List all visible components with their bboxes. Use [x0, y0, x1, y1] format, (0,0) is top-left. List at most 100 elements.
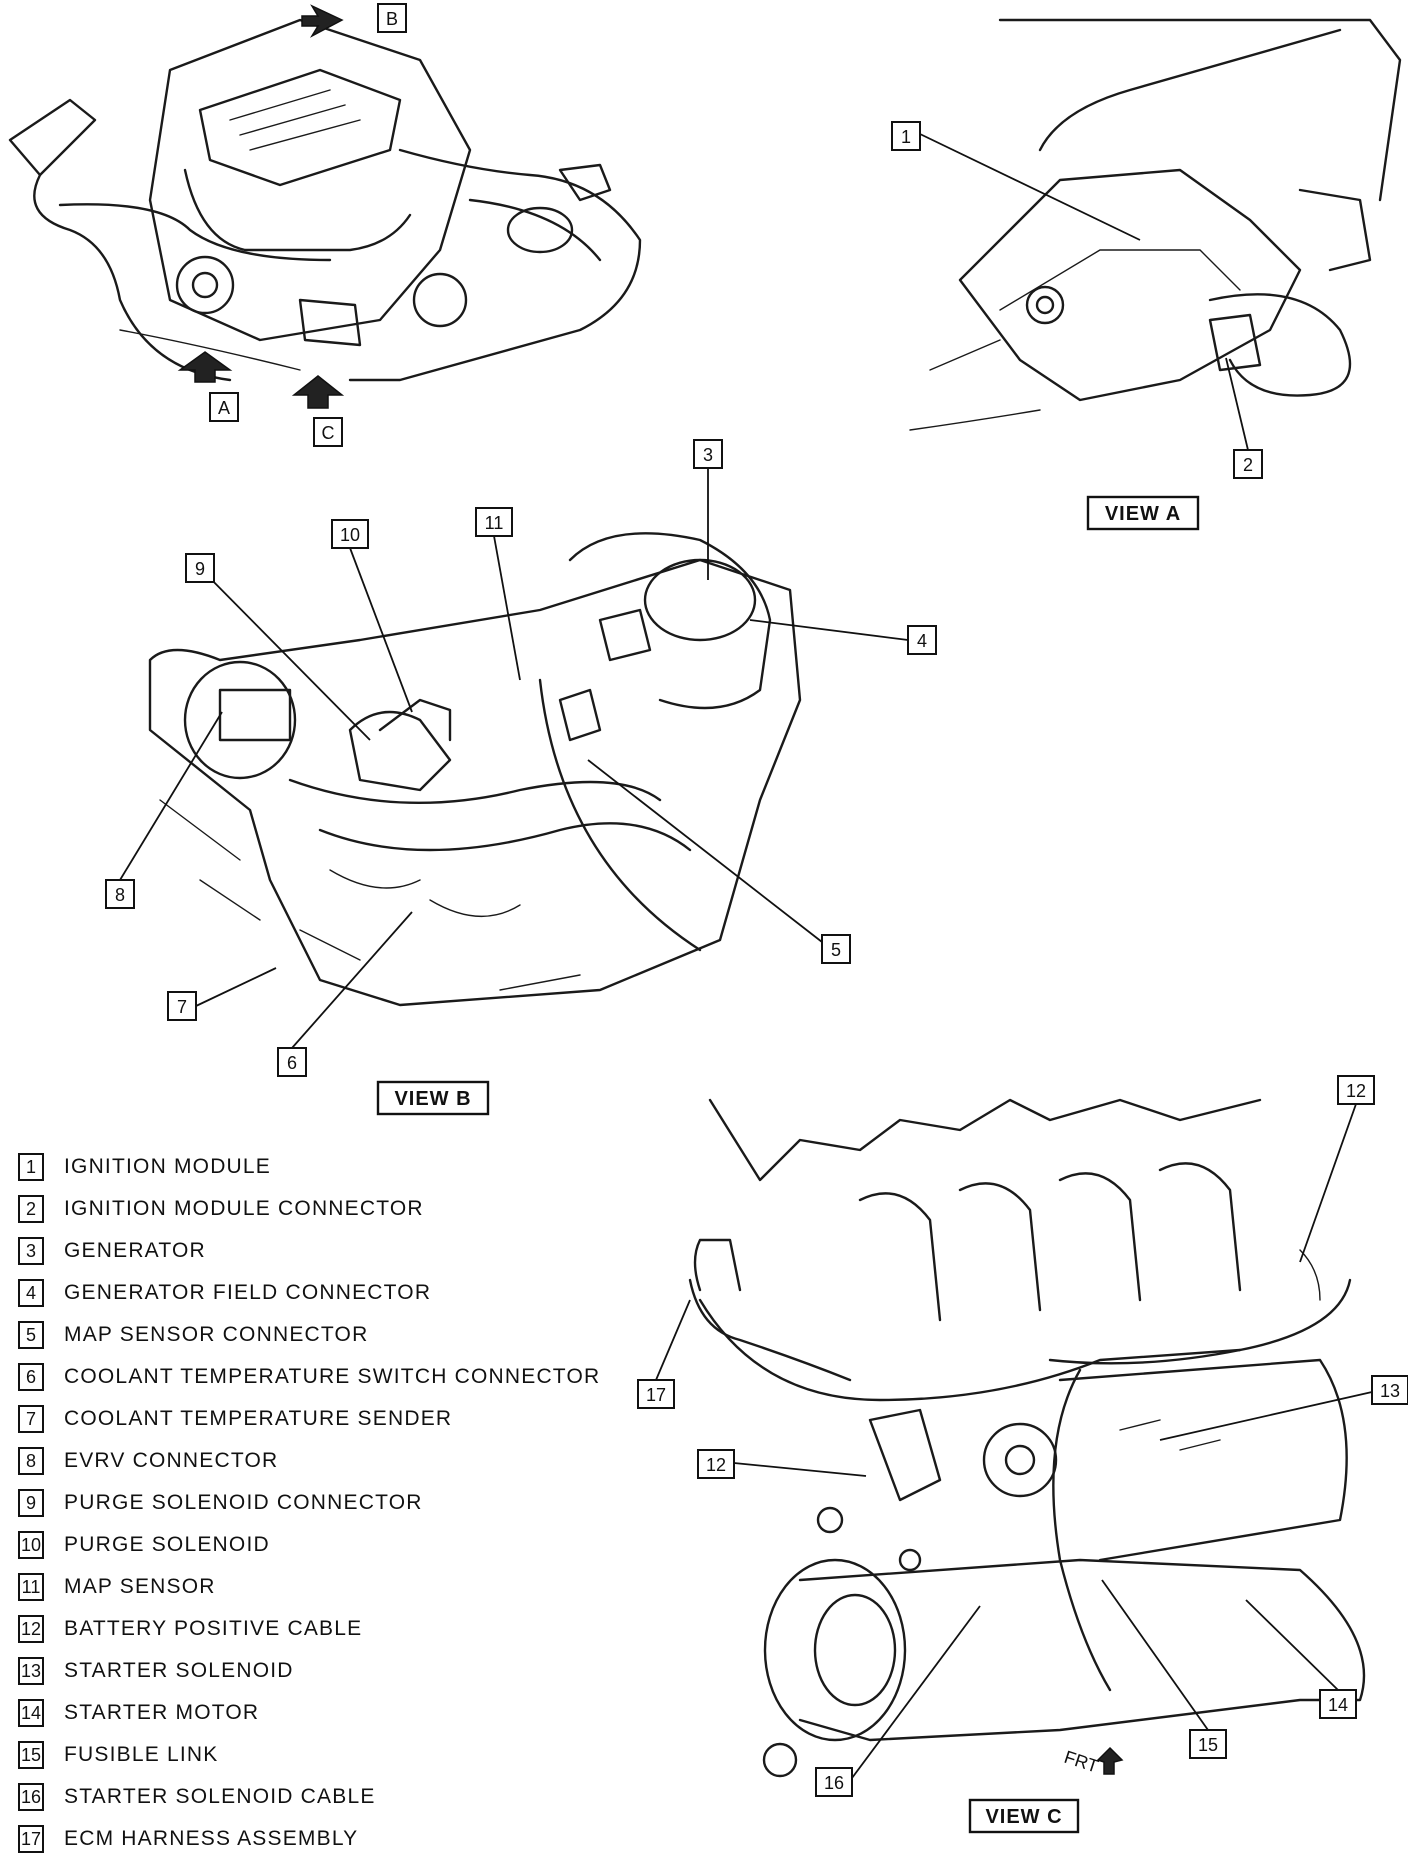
- letter-label-b: B: [377, 3, 407, 33]
- callout-14: 14: [1319, 1689, 1357, 1719]
- svg-text:B: B: [386, 9, 398, 29]
- svg-text:1: 1: [901, 127, 911, 147]
- svg-text:4: 4: [917, 631, 927, 651]
- arrow-a-icon: [177, 351, 233, 383]
- callout-12-left: 12: [697, 1449, 735, 1479]
- legend-item-number: 13: [18, 1657, 44, 1685]
- callout-7: 7: [167, 991, 197, 1021]
- legend-item-label: GENERATOR FIELD CONNECTOR: [64, 1281, 432, 1304]
- legend-item-number: 3: [18, 1237, 44, 1265]
- svg-text:8: 8: [115, 885, 125, 905]
- frt-direction-marker: FRT: [1062, 1746, 1124, 1777]
- svg-text:3: 3: [703, 445, 713, 465]
- legend-item-number: 14: [18, 1699, 44, 1727]
- legend-item-label: BATTERY POSITIVE CABLE: [64, 1617, 363, 1640]
- callout-5: 5: [821, 934, 851, 964]
- legend-item: 10 PURGE SOLENOID: [18, 1524, 638, 1566]
- frt-arrow-icon: [1096, 1746, 1124, 1775]
- callout-16: 16: [815, 1767, 853, 1797]
- callout-13: 13: [1371, 1375, 1408, 1405]
- legend-item-label: IGNITION MODULE: [64, 1155, 272, 1178]
- view-arrows: [177, 4, 345, 409]
- callout-17: 17: [637, 1379, 675, 1409]
- legend-item-number: 12: [18, 1615, 44, 1643]
- view-title-a: VIEW A: [1086, 495, 1200, 531]
- callout-1: 1: [891, 121, 921, 151]
- legend-item: 17 ECM HARNESS ASSEMBLY: [18, 1818, 638, 1860]
- svg-text:VIEW C: VIEW C: [985, 1806, 1062, 1828]
- callout-3: 3: [693, 439, 723, 469]
- legend-item: 1 IGNITION MODULE: [18, 1146, 638, 1188]
- view-b-illustration: [148, 532, 802, 1007]
- legend-item-number: 7: [18, 1405, 44, 1433]
- legend-item-label: COOLANT TEMPERATURE SENDER: [64, 1407, 453, 1430]
- legend-item-number: 10: [18, 1531, 44, 1559]
- callout-9: 9: [185, 553, 215, 583]
- legend-item-label: ECM HARNESS ASSEMBLY: [64, 1827, 359, 1850]
- callout-6: 6: [277, 1047, 307, 1077]
- legend-item-label: FUSIBLE LINK: [64, 1743, 219, 1766]
- legend-item-label: PURGE SOLENOID CONNECTOR: [64, 1491, 423, 1514]
- legend-item: 16 STARTER SOLENOID CABLE: [18, 1776, 638, 1818]
- legend-item-label: GENERATOR: [64, 1239, 206, 1262]
- legend-item-label: EVRV CONNECTOR: [64, 1449, 279, 1472]
- letter-label-a: A: [209, 392, 239, 422]
- legend-item-label: STARTER SOLENOID: [64, 1659, 294, 1682]
- legend-item: 6 COOLANT TEMPERATURE SWITCH CONNECTOR: [18, 1356, 638, 1398]
- svg-text:VIEW A: VIEW A: [1105, 503, 1181, 525]
- legend-item: 9 PURGE SOLENOID CONNECTOR: [18, 1482, 638, 1524]
- legend-item: 12 BATTERY POSITIVE CABLE: [18, 1608, 638, 1650]
- legend-item-label: MAP SENSOR CONNECTOR: [64, 1323, 369, 1346]
- callout-11: 11: [475, 507, 513, 537]
- view-title-b: VIEW B: [376, 1080, 490, 1116]
- legend-item-number: 6: [18, 1363, 44, 1391]
- callout-4: 4: [907, 625, 937, 655]
- svg-text:7: 7: [177, 997, 187, 1017]
- svg-text:10: 10: [340, 525, 360, 545]
- arrow-c-icon: [291, 375, 345, 409]
- legend-item: 5 MAP SENSOR CONNECTOR: [18, 1314, 638, 1356]
- svg-text:5: 5: [831, 940, 841, 960]
- svg-text:VIEW B: VIEW B: [394, 1088, 471, 1110]
- svg-text:C: C: [322, 423, 335, 443]
- svg-text:9: 9: [195, 559, 205, 579]
- view-c-illustration: [688, 1098, 1366, 1778]
- svg-text:6: 6: [287, 1053, 297, 1073]
- legend-item-number: 17: [18, 1825, 44, 1853]
- legend-item-number: 1: [18, 1153, 44, 1181]
- view-title-c: VIEW C: [968, 1798, 1080, 1834]
- svg-text:2: 2: [1243, 455, 1253, 475]
- svg-text:A: A: [218, 398, 230, 418]
- svg-text:12: 12: [706, 1455, 726, 1475]
- legend-item-label: PURGE SOLENOID: [64, 1533, 270, 1556]
- callout-2: 2: [1233, 449, 1263, 479]
- callout-12-top: 12: [1337, 1075, 1375, 1105]
- letter-label-c: C: [313, 417, 343, 447]
- legend-item-label: STARTER SOLENOID CABLE: [64, 1785, 376, 1808]
- overview-engine-illustration: [8, 18, 642, 382]
- legend-item: 13 STARTER SOLENOID: [18, 1650, 638, 1692]
- svg-text:13: 13: [1380, 1381, 1400, 1401]
- svg-text:17: 17: [646, 1385, 666, 1405]
- callout-15: 15: [1189, 1729, 1227, 1759]
- legend-item-number: 9: [18, 1489, 44, 1517]
- legend-item-number: 16: [18, 1783, 44, 1811]
- legend-item-number: 5: [18, 1321, 44, 1349]
- svg-text:11: 11: [485, 513, 504, 533]
- legend-item-label: IGNITION MODULE CONNECTOR: [64, 1197, 424, 1220]
- svg-text:12: 12: [1346, 1081, 1366, 1101]
- legend-item-number: 4: [18, 1279, 44, 1307]
- frt-label: FRT: [1062, 1747, 1101, 1777]
- view-a-illustration: [909, 18, 1402, 431]
- arrow-b-icon: [301, 4, 344, 38]
- legend-item-label: COOLANT TEMPERATURE SWITCH CONNECTOR: [64, 1365, 601, 1388]
- callout-10: 10: [331, 519, 369, 549]
- svg-text:14: 14: [1328, 1695, 1348, 1715]
- legend-item-label: MAP SENSOR: [64, 1575, 216, 1598]
- legend-item-number: 11: [18, 1573, 44, 1601]
